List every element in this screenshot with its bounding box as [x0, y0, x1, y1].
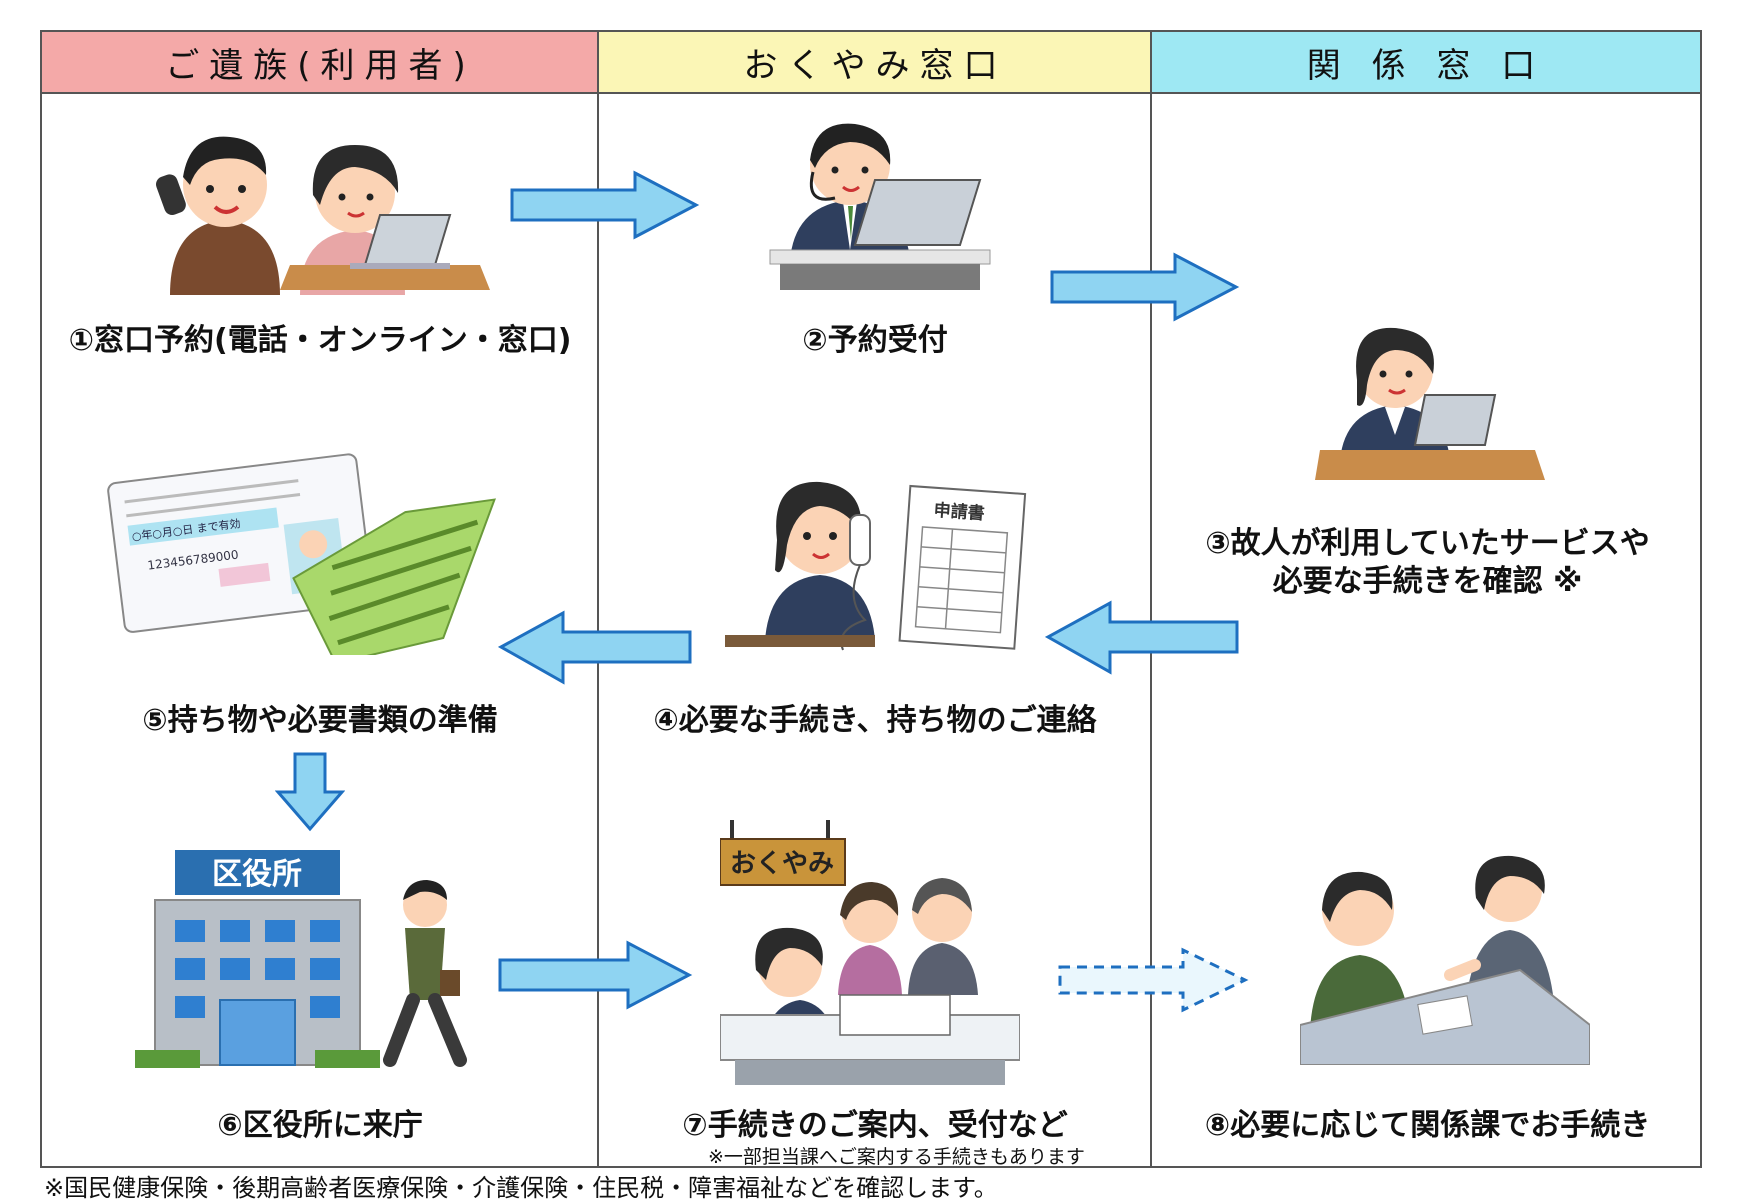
column-header-okuyami: おくやみ窓口 [599, 32, 1152, 94]
step-8-label: ⑧必要に応じて関係課でお手続き [1204, 1108, 1651, 1143]
illustration-related-dept-procedure [1300, 855, 1590, 1065]
flow-diagram-frame: ご遺族(利用者) おくやみ窓口 関 係 窓 口 [40, 30, 1702, 1168]
column-header-bereaved-label: ご遺族(利用者) [165, 45, 476, 86]
step-3-label-line2: 必要な手続きを確認 ※ [1272, 564, 1583, 599]
arrow-right-6-to-7 [498, 940, 693, 1010]
step-7-label: ⑦手続きのご案内、受付など [682, 1108, 1068, 1143]
arrow-down-5-to-6 [275, 752, 345, 832]
step-2-label: ②予約受付 [802, 323, 948, 358]
illustration-staff-checking-services [1315, 327, 1545, 480]
arrow-right-1-to-2 [510, 170, 700, 240]
step-1-label: ①窓口予約(電話・オンライン・窓口) [68, 323, 572, 358]
column-divider-2 [1150, 32, 1152, 1166]
column-divider-1 [597, 32, 599, 1166]
arrow-left-3-to-4 [1045, 600, 1239, 675]
arrow-right-2-to-3 [1050, 252, 1240, 322]
illustration-okuyami-counter: おくやみ [720, 820, 1020, 1085]
step-4-label: ④必要な手続き、持ち物のご連絡 [653, 703, 1097, 738]
illustration-documents-to-prepare: ○年○月○日 まで有効 123456789000 [107, 453, 496, 655]
column-header-related: 関 係 窓 口 [1152, 32, 1700, 94]
column-header-bereaved: ご遺族(利用者) [42, 32, 599, 94]
column-header-related-label: 関 係 窓 口 [1306, 45, 1546, 86]
arrow-dashed-7-to-8 [1058, 947, 1249, 1013]
step-6-label: ⑥区役所に来庁 [217, 1108, 423, 1143]
step-7-note: ※一部担当課へご案内する手続きもあります [708, 1146, 1085, 1168]
step-5-label: ⑤持ち物や必要書類の準備 [142, 703, 498, 738]
okuyami-sign-text: おくやみ [730, 849, 834, 879]
step-3-label-line1: ③故人が利用していたサービスや [1205, 526, 1650, 561]
illustration-ward-office-visit: 区役所 [135, 850, 467, 1068]
ward-office-sign-text: 区役所 [212, 857, 302, 892]
footnote: ※国民健康保険・後期高齢者医療保険・介護保険・住民税・障害福祉などを確認します。 [44, 1174, 998, 1202]
arrow-left-4-to-5 [498, 610, 692, 685]
illustration-staff-phone-with-form: 申請書 [725, 481, 1027, 651]
illustration-reception-operator [769, 123, 991, 290]
column-header-okuyami-label: おくやみ窓口 [743, 45, 1008, 86]
form-title-text: 申請書 [933, 500, 985, 525]
illustration-phone-and-laptop-reservation [156, 136, 490, 295]
